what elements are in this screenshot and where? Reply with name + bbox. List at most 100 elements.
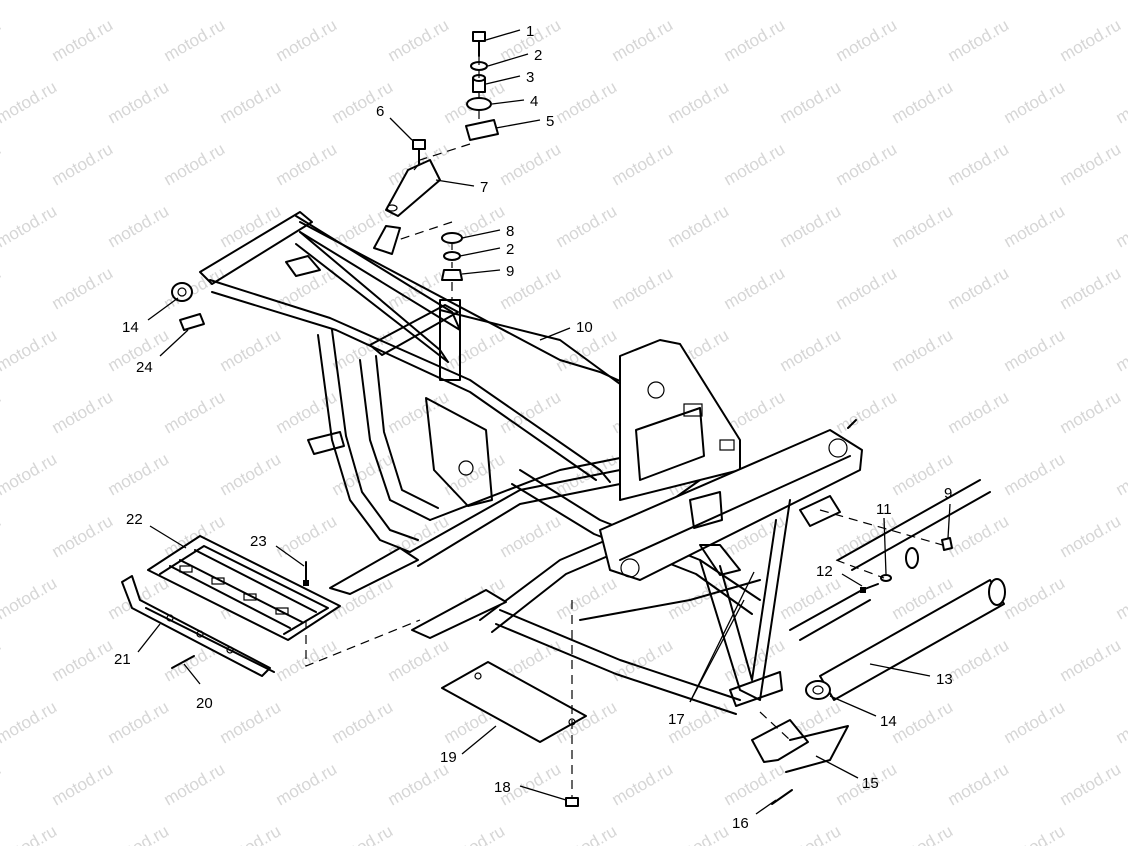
watermark-text: motod.ru	[49, 15, 117, 65]
watermark-text: motod.ru	[1001, 0, 1069, 3]
watermark-text: motod.ru	[497, 387, 565, 437]
callout-7: 7	[435, 179, 488, 196]
callout-24: 24	[136, 329, 189, 376]
callout-label-14-front: 14	[122, 319, 139, 336]
callout-2b: 2	[459, 241, 514, 258]
watermark-text: motod.ru	[889, 0, 957, 3]
watermark-text: motod.ru	[441, 201, 509, 251]
part-9-nut-rear	[941, 537, 953, 551]
watermark-text: motod.ru	[1001, 325, 1069, 375]
watermark-text: motod.ru	[1113, 697, 1128, 747]
watermark-text: motod.ru	[945, 635, 1013, 685]
watermark-text: motod.ru	[665, 201, 733, 251]
part-4-bushing	[466, 97, 492, 111]
callout-16: 16	[732, 799, 777, 832]
watermark-text: motod.ru	[1057, 511, 1125, 561]
watermark-text: motod.ru	[1113, 77, 1128, 127]
callout-label-9-rear: 9	[944, 485, 952, 502]
callout-14a: 14	[122, 297, 179, 336]
callout-label-2-lower: 2	[506, 241, 514, 258]
watermark-text: motod.ru	[1057, 263, 1125, 313]
callout-label-3: 3	[526, 69, 534, 86]
watermark-text: motod.ru	[553, 821, 621, 846]
callout-12: 12	[816, 563, 863, 587]
watermark-text: motod.ru	[273, 511, 341, 561]
callout-label-15: 15	[862, 775, 879, 792]
watermark-text: motod.ru	[1113, 821, 1128, 846]
watermark-text: motod.ru	[945, 759, 1013, 809]
part-14-bushing-front	[171, 282, 193, 302]
callout-10: 10	[539, 319, 593, 341]
watermark-text: motod.ru	[1113, 325, 1128, 375]
watermark-text: motod.ru	[945, 511, 1013, 561]
watermark-text: motod.ru	[721, 759, 789, 809]
watermark-text: motod.ru	[889, 77, 957, 127]
watermark-text: motod.ru	[945, 387, 1013, 437]
callout-label-5: 5	[546, 113, 554, 130]
watermark-text: motod.ru	[945, 139, 1013, 189]
watermark-text: motod.ru	[721, 15, 789, 65]
watermark-text: motod.ru	[329, 77, 397, 127]
callout-label-2: 2	[534, 47, 542, 64]
watermark-text: motod.ru	[329, 0, 397, 3]
callout-22: 22	[126, 511, 187, 549]
watermark-text: motod.ru	[0, 139, 4, 189]
callout-label-11: 11	[876, 501, 892, 518]
callout-label-4: 4	[530, 93, 538, 110]
watermark-text: motod.ru	[1113, 449, 1128, 499]
watermark-text: motod.ru	[161, 263, 229, 313]
watermark-text: motod.ru	[161, 759, 229, 809]
steering-mount-parts	[373, 31, 499, 300]
watermark-text: motod.ru	[665, 821, 733, 846]
watermark-text: motod.ru	[889, 201, 957, 251]
watermark-text: motod.ru	[609, 139, 677, 189]
watermark-text: motod.ru	[217, 821, 285, 846]
watermark-text: motod.ru	[721, 139, 789, 189]
part-7-arm-bracket	[385, 159, 441, 217]
part-6-bolt	[412, 139, 426, 165]
watermark-text: motod.ru	[105, 77, 173, 127]
callout-21: 21	[114, 623, 161, 668]
watermark-text: motod.ru	[833, 139, 901, 189]
watermark-text: motod.ru	[0, 201, 60, 251]
watermark-text: motod.ru	[329, 821, 397, 846]
callout-3: 3	[485, 69, 534, 86]
watermark-text: motod.ru	[721, 263, 789, 313]
watermark-text: motod.ru	[441, 0, 509, 3]
part-15-bracket	[751, 719, 809, 763]
watermark-text: motod.ru	[385, 387, 453, 437]
callout-label-12: 12	[816, 563, 833, 580]
watermark-text: motod.ru	[777, 77, 845, 127]
callout-label-9: 9	[506, 263, 514, 280]
callout-8: 8	[461, 223, 514, 240]
watermark-text: motod.ru	[1001, 573, 1069, 623]
callout-20: 20	[183, 663, 213, 712]
watermark-text: motod.ru	[385, 759, 453, 809]
watermark-text: motod.ru	[1113, 0, 1128, 3]
watermark-text: motod.ru	[0, 573, 60, 623]
rear-parts	[751, 479, 1006, 805]
watermark-text: motod.ru	[1113, 201, 1128, 251]
callout-label-24: 24	[136, 359, 153, 376]
watermark-text: motod.ru	[105, 0, 173, 3]
part-24-pad	[179, 313, 205, 331]
watermark-text: motod.ru	[889, 821, 957, 846]
watermark-text: motod.ru	[553, 77, 621, 127]
watermark-text: motod.ru	[1113, 573, 1128, 623]
callout-label-14-rear: 14	[880, 713, 897, 730]
callout-2a: 2	[487, 47, 542, 67]
watermark-text: motod.ru	[49, 263, 117, 313]
watermark-text: motod.ru	[0, 263, 4, 313]
watermark-text: motod.ru	[553, 201, 621, 251]
callout-9b: 9	[944, 485, 952, 539]
watermark-text: motod.ru	[833, 511, 901, 561]
watermark-text: motod.ru	[49, 759, 117, 809]
watermark-text: motod.ru	[217, 0, 285, 3]
callout-label-6: 6	[376, 103, 384, 120]
watermark-text: motod.ru	[385, 635, 453, 685]
watermark-text: motod.ru	[105, 449, 173, 499]
callout-label-8: 8	[506, 223, 514, 240]
front-bushings	[171, 282, 205, 331]
watermark-text: motod.ru	[777, 325, 845, 375]
